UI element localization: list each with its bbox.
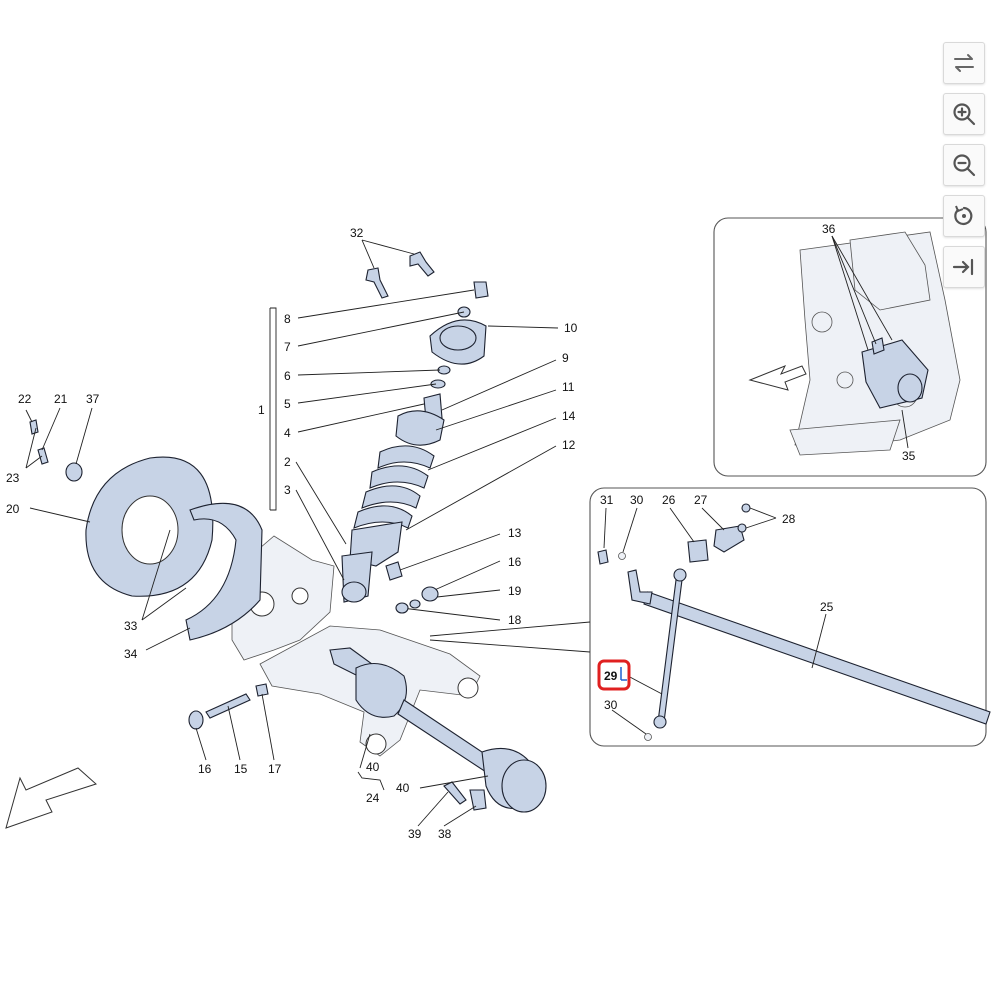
callout-14[interactable]: 14 — [562, 409, 576, 423]
callout-18[interactable]: 18 — [508, 613, 522, 627]
callout-6[interactable]: 6 — [284, 369, 291, 383]
callout-15[interactable]: 15 — [234, 762, 248, 776]
callout-16-lower[interactable]: 16 — [198, 762, 212, 776]
callout-40-left[interactable]: 40 — [366, 760, 380, 774]
callout-16-upper[interactable]: 16 — [508, 555, 522, 569]
callout-37[interactable]: 37 — [86, 392, 100, 406]
swap-arrows-icon — [954, 54, 974, 72]
callout-30-upper[interactable]: 30 — [630, 493, 644, 507]
inset-panel-mount — [713, 217, 987, 477]
callout-32[interactable]: 32 — [350, 226, 364, 240]
zoom-in-icon — [953, 103, 976, 126]
callout-21[interactable]: 21 — [54, 392, 68, 406]
callout-25[interactable]: 25 — [820, 600, 834, 614]
callout-20[interactable]: 20 — [6, 502, 20, 516]
zoom-out-button[interactable] — [943, 144, 985, 186]
callout-33[interactable]: 33 — [124, 619, 138, 633]
callout-26[interactable]: 26 — [662, 493, 676, 507]
arrow-to-right-icon — [952, 258, 974, 276]
callout-34[interactable]: 34 — [124, 647, 138, 661]
callout-10[interactable]: 10 — [564, 321, 578, 335]
callout-22[interactable]: 22 — [18, 392, 32, 406]
callout-7[interactable]: 7 — [284, 340, 291, 354]
callout-11[interactable]: 11 — [562, 380, 575, 394]
callout-40-right[interactable]: 40 — [396, 781, 410, 795]
callout-35[interactable]: 35 — [902, 449, 916, 463]
swap-button[interactable] — [943, 42, 985, 84]
callout-8[interactable]: 8 — [284, 312, 291, 326]
callout-24[interactable]: 24 — [366, 791, 380, 805]
zoom-in-button[interactable] — [943, 93, 985, 135]
callout-29[interactable]: 29 — [604, 669, 618, 683]
callout-29-highlight — [597, 659, 631, 691]
callout-27[interactable]: 27 — [694, 493, 708, 507]
callout-13[interactable]: 13 — [508, 526, 522, 540]
callout-28[interactable]: 28 — [782, 512, 796, 526]
callout-labels: 1 2 3 4 5 6 7 8 9 10 11 12 13 14 15 16 1… — [6, 222, 916, 841]
hub-and-driveshaft — [188, 535, 547, 827]
callout-23[interactable]: 23 — [6, 471, 20, 485]
callout-4[interactable]: 4 — [284, 426, 291, 440]
collapse-panel-button[interactable] — [943, 246, 985, 288]
callout-5[interactable]: 5 — [284, 397, 291, 411]
callout-1[interactable]: 1 — [258, 403, 265, 417]
callout-38[interactable]: 38 — [438, 827, 452, 841]
callout-9[interactable]: 9 — [562, 351, 569, 365]
callout-2[interactable]: 2 — [284, 455, 291, 469]
shock-absorber-assembly — [269, 239, 559, 603]
rotate-reset-icon — [954, 205, 973, 226]
inset-panel-antiroll-bar — [429, 487, 991, 747]
callout-30-lower[interactable]: 30 — [604, 698, 618, 712]
callout-3[interactable]: 3 — [284, 483, 291, 497]
callout-36[interactable]: 36 — [822, 222, 836, 236]
callout-39[interactable]: 39 — [408, 827, 422, 841]
callout-19[interactable]: 19 — [508, 584, 522, 598]
zoom-out-icon — [953, 154, 976, 177]
callout-17[interactable]: 17 — [268, 762, 282, 776]
callout-31[interactable]: 31 — [600, 493, 614, 507]
reset-rotation-button[interactable] — [943, 195, 985, 237]
brake-disc-assembly — [5, 407, 263, 829]
viewer-toolbar — [943, 42, 985, 297]
callout-12[interactable]: 12 — [562, 438, 576, 452]
